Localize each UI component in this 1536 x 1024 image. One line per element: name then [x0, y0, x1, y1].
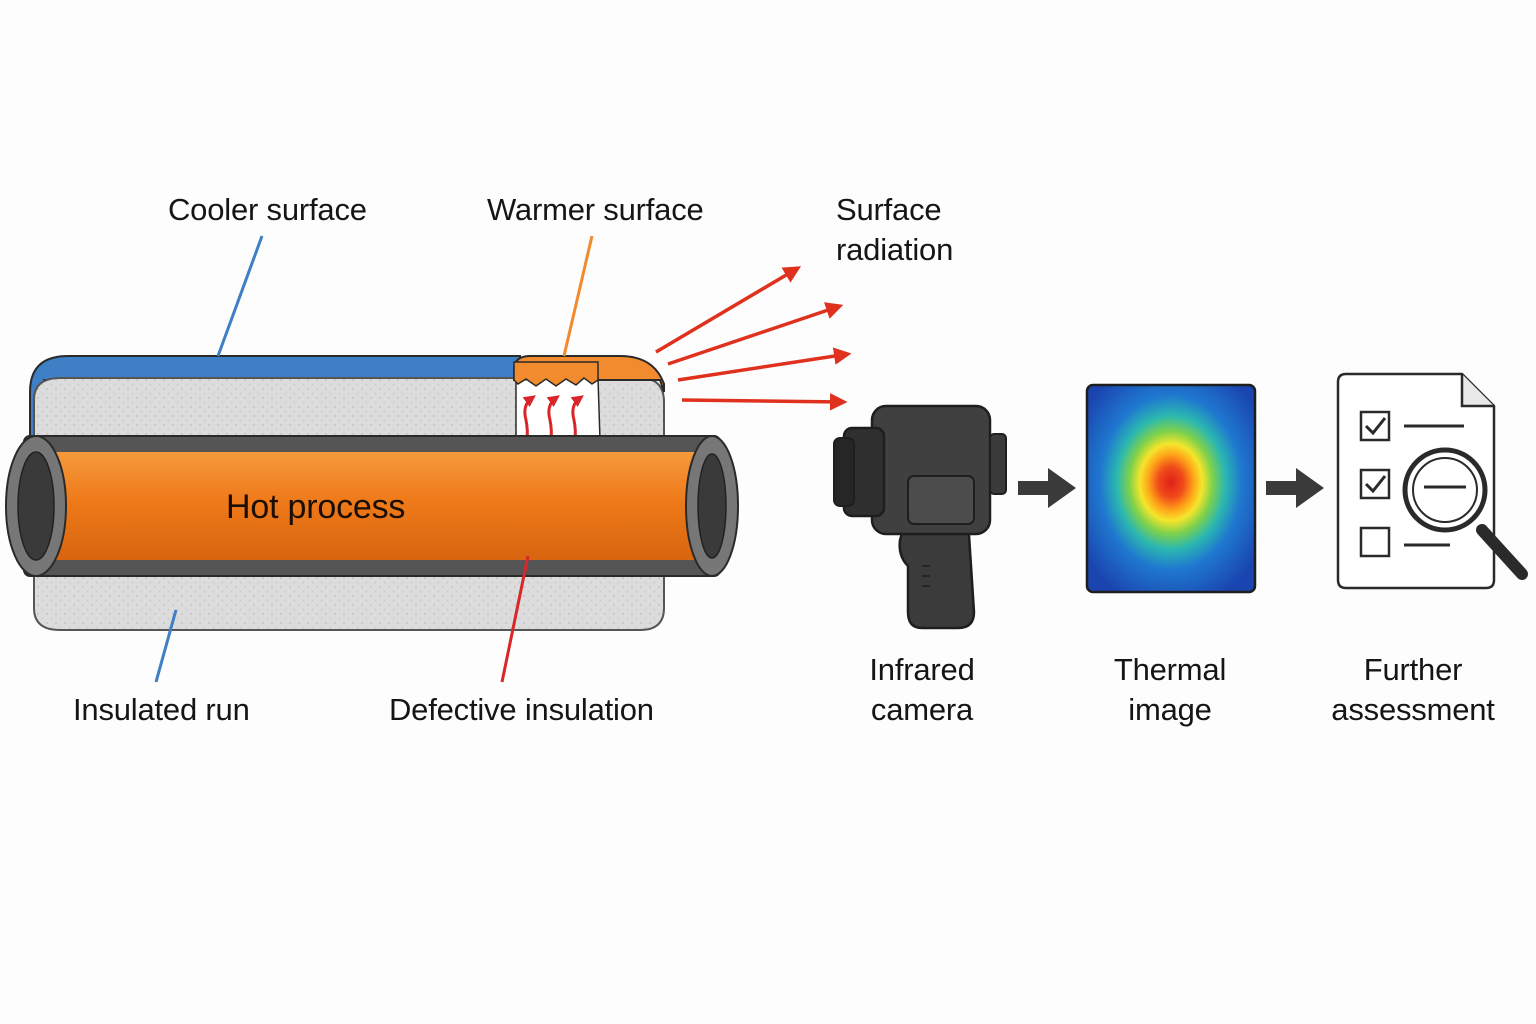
insulated-run-leader [154, 609, 178, 683]
checkbox-checked [1359, 410, 1391, 442]
thermal-image-label-line2: image [1128, 692, 1212, 727]
hot-process-pipe [40, 452, 704, 560]
insulated-pipe [5, 355, 739, 631]
checkbox-checked [1359, 468, 1391, 500]
further-assessment-label: Further assessment [1318, 650, 1508, 730]
checkbox-empty [1359, 526, 1391, 558]
magnifier-icon [1402, 447, 1528, 580]
defective-insulation-leader [500, 555, 530, 683]
surface-radiation-label: Surface radiation [836, 190, 953, 270]
thermal-image-icon [1085, 383, 1257, 594]
infrared-camera-label-line2: camera [870, 692, 974, 727]
infrared-camera-icon [833, 404, 1007, 630]
infrared-camera-label-line1: Infrared [869, 652, 975, 687]
surface-radiation-label-line2: radiation [836, 232, 954, 267]
flow-arrow-camera-to-image [1018, 468, 1076, 508]
insulated-run-label: Insulated run [73, 692, 250, 727]
thermal-image-label: Thermal image [1090, 650, 1250, 730]
radiation-arrow [667, 302, 844, 366]
radiation-arrow [681, 393, 848, 411]
further-assessment-label-line1: Further [1363, 652, 1463, 687]
radiation-arrow [677, 347, 852, 382]
cooler-surface-leader [216, 235, 264, 357]
hot-process-label: Hot process [226, 488, 406, 526]
thermal-image-label-line1: Thermal [1113, 652, 1227, 687]
warmer-surface-label: Warmer surface [487, 192, 704, 227]
infrared-camera-label: Infrared camera [842, 650, 1002, 730]
insulation-lower [33, 574, 665, 631]
warmer-patch [513, 361, 599, 387]
defective-insulation-label: Defective insulation [389, 692, 654, 727]
surface-radiation-label-line1: Surface [836, 192, 942, 227]
surface-radiation-arrows [655, 266, 852, 411]
warmer-surface-leader [562, 235, 594, 357]
cooler-surface-label: Cooler surface [168, 192, 367, 227]
radiation-arrow [655, 266, 802, 354]
flow-arrow-image-to-assessment [1266, 468, 1324, 508]
further-assessment-label-line2: assessment [1331, 692, 1495, 727]
